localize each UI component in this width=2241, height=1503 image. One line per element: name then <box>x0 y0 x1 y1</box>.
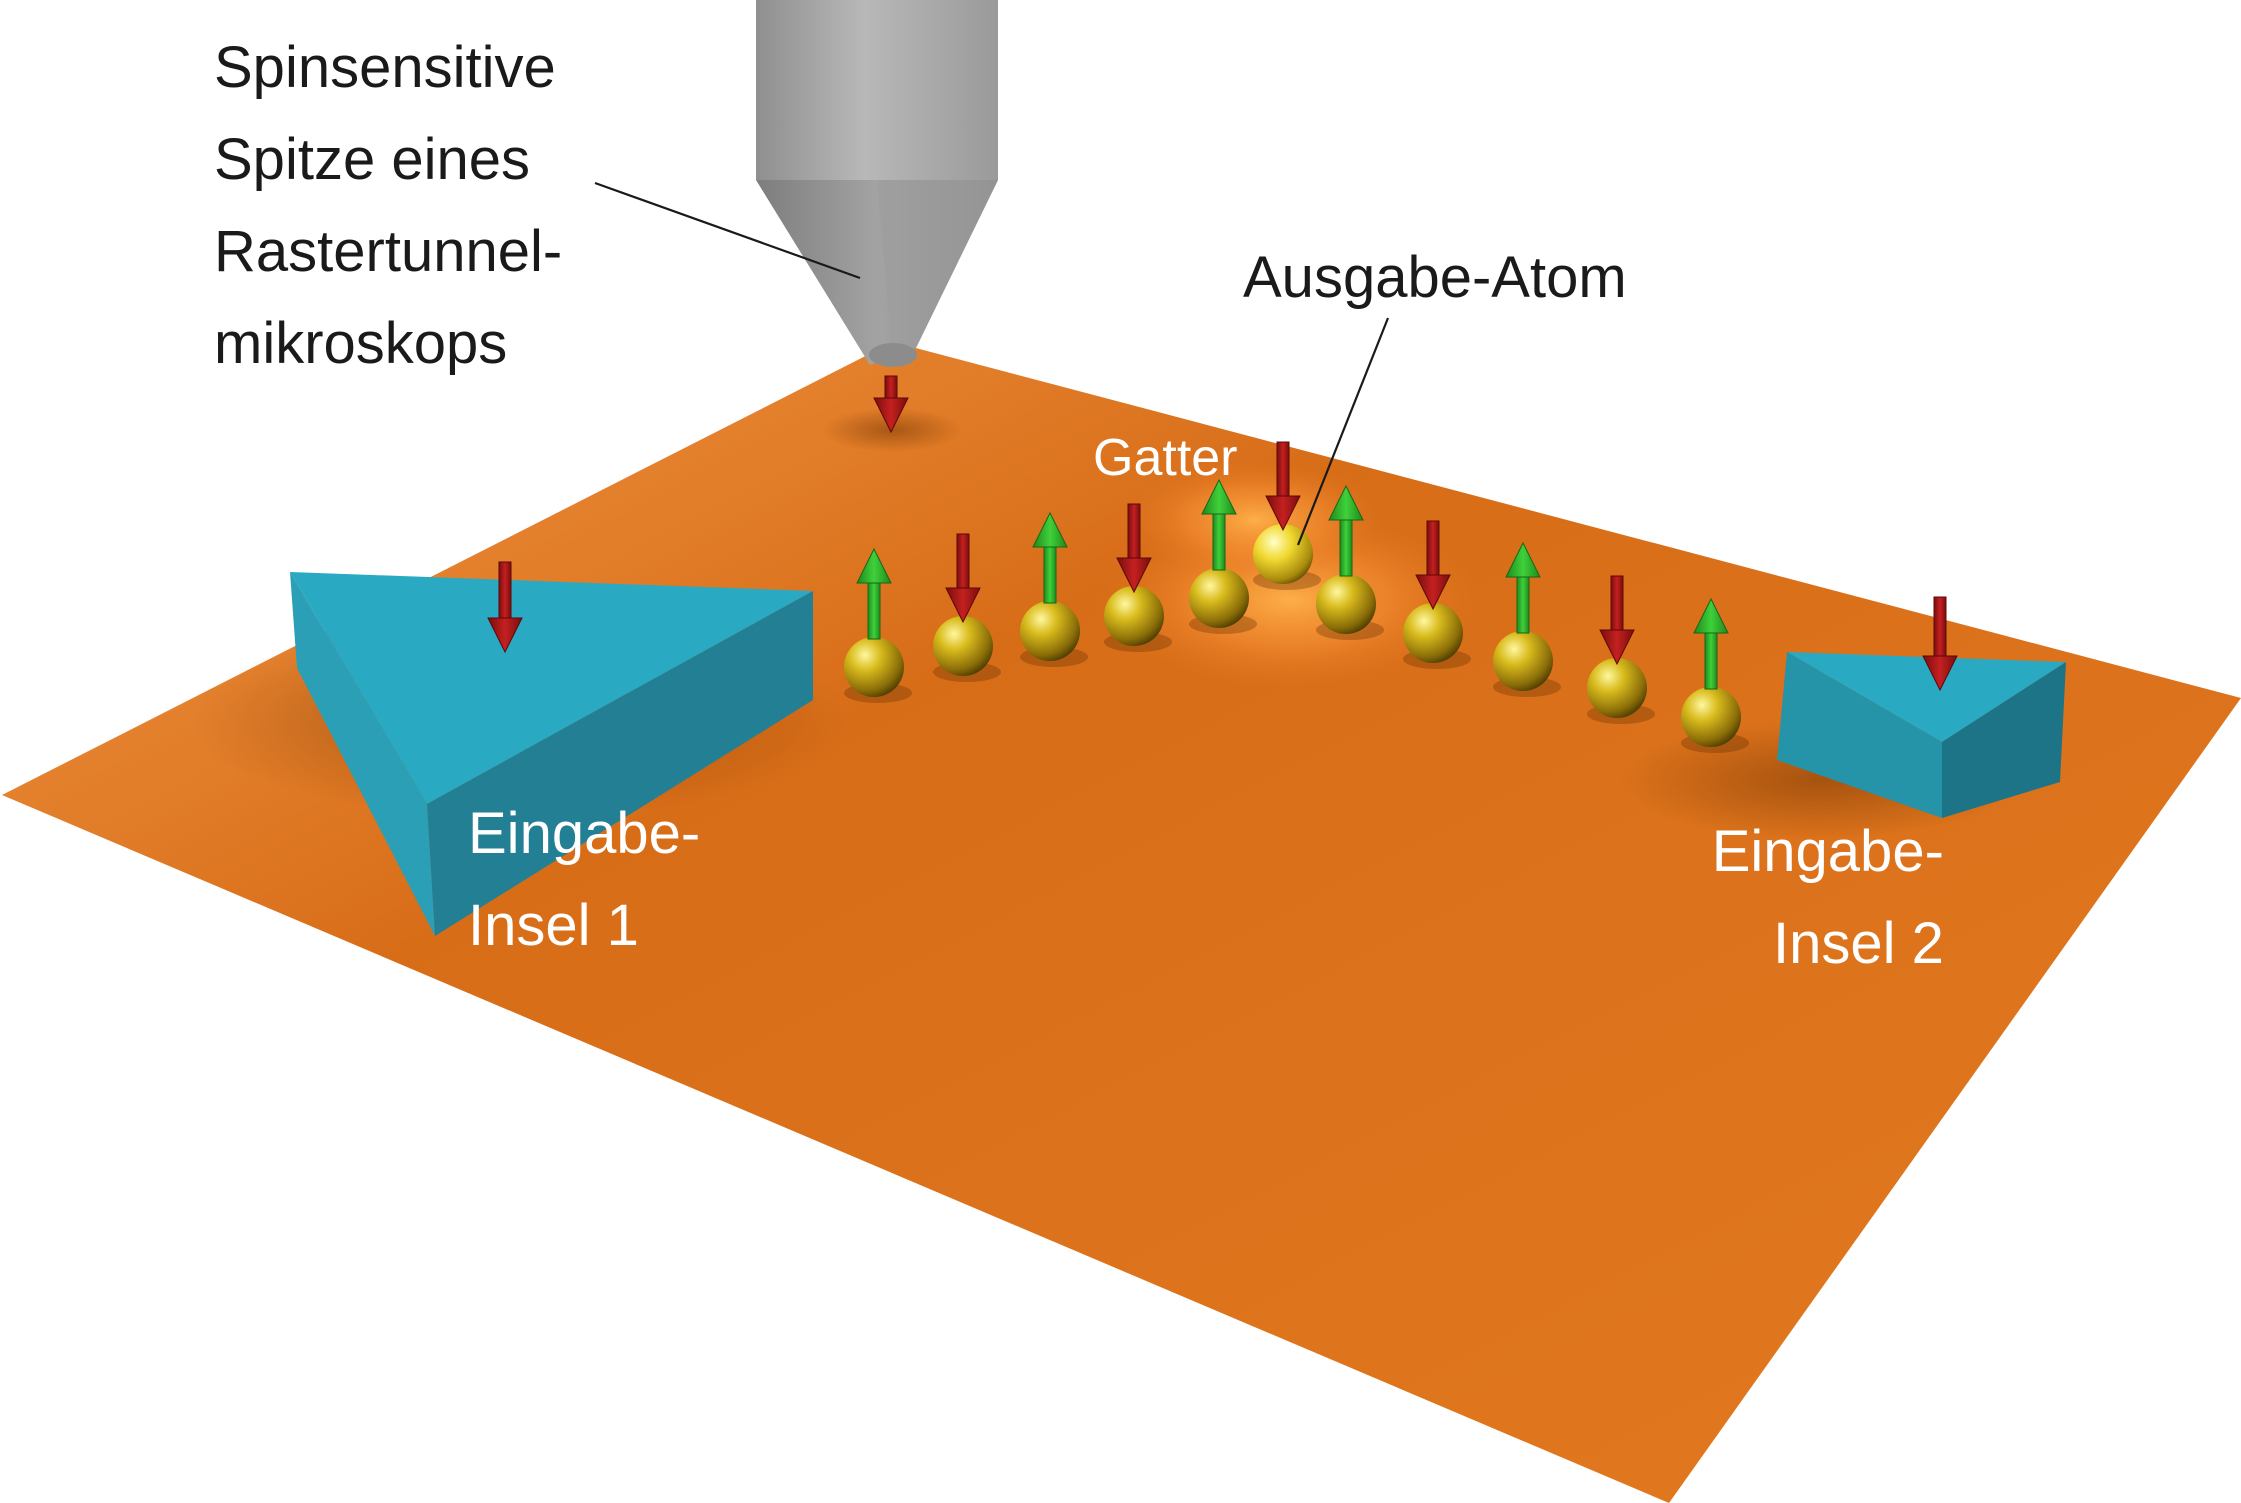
stm-tip-body <box>756 0 998 180</box>
atom <box>1316 484 1384 640</box>
atom <box>1493 541 1561 697</box>
tip-label: Spinsensitive Spitze eines Rastertunnel-… <box>214 22 562 390</box>
tip-label-line-1: Spinsensitive <box>214 35 556 100</box>
tip-spin-down-arrow <box>873 375 909 434</box>
island-1-front-face <box>427 591 813 936</box>
atom-sphere <box>1316 574 1376 634</box>
island-2-top-face <box>1787 652 2066 742</box>
atom-sphere <box>844 637 904 697</box>
input-island-1 <box>190 572 850 936</box>
island-1-label: Eingabe- Insel 1 <box>468 788 700 972</box>
island-2-label-line-1: Eingabe- <box>1711 819 1944 884</box>
atom-sphere <box>1493 631 1553 691</box>
spin-down-arrow <box>1415 520 1451 611</box>
stm-tip <box>756 0 998 367</box>
tip-label-line-3: Rastertunnel- <box>214 219 563 284</box>
atom <box>844 547 912 703</box>
stm-tip-cone-shade <box>877 180 998 362</box>
gate-spin-up-arrow <box>1201 478 1237 571</box>
stm-tip-apex <box>869 343 917 367</box>
input-island-2 <box>1620 652 2066 840</box>
atom-sphere <box>1253 524 1313 584</box>
atom-sphere <box>1681 687 1741 747</box>
atom-sphere <box>1403 603 1463 663</box>
atom <box>1189 478 1257 634</box>
island-1-top-face <box>290 572 813 804</box>
spin-down-arrow <box>1265 441 1301 532</box>
island-1-label-line-2: Insel 1 <box>468 893 639 958</box>
spin-up-arrow <box>1032 511 1068 604</box>
island-2-label-line-2: Insel 2 <box>1773 911 1944 976</box>
spin-down-arrow <box>1599 575 1635 666</box>
output-atom <box>1253 441 1321 590</box>
atom <box>1403 520 1471 669</box>
spin-up-arrow <box>1328 484 1364 577</box>
tip-callout-line <box>594 181 861 280</box>
atom <box>1587 575 1655 724</box>
spin-up-arrow <box>1505 541 1541 634</box>
output-atom-callout-line <box>1296 317 1390 546</box>
island-1-label-line-1: Eingabe- <box>468 801 701 866</box>
output-atom-label: Ausgabe-Atom <box>1243 245 1627 310</box>
spin-down-arrow <box>1116 503 1152 594</box>
tip-label-line-2: Spitze eines <box>214 127 530 192</box>
tip-label-line-4: mikroskops <box>214 311 508 376</box>
island-2-left-face <box>1777 652 1942 818</box>
spin-down-arrow <box>945 533 981 624</box>
atom-sphere <box>1020 601 1080 661</box>
atom-chain <box>844 441 1749 753</box>
atom-sphere <box>1189 568 1249 628</box>
atom <box>933 533 1001 682</box>
spin-up-arrow <box>1693 597 1729 690</box>
island-1-spin-down-arrow <box>487 561 523 654</box>
island-1-left-face <box>290 572 435 936</box>
atom <box>1681 597 1749 753</box>
tip-spin <box>873 375 909 434</box>
island-2-front-face <box>1942 662 2066 818</box>
island-2-spin-down-arrow <box>1922 596 1958 692</box>
atom-sphere <box>933 616 993 676</box>
spin-up-arrow <box>856 547 892 640</box>
island-2-label: Eingabe- Insel 2 <box>1705 806 1944 990</box>
atom <box>1020 511 1088 667</box>
island-spins <box>487 561 1958 692</box>
atom-sphere <box>1587 658 1647 718</box>
atom <box>1104 503 1172 652</box>
atom-sphere <box>1104 586 1164 646</box>
gate-label: Gatter <box>1093 429 1238 487</box>
